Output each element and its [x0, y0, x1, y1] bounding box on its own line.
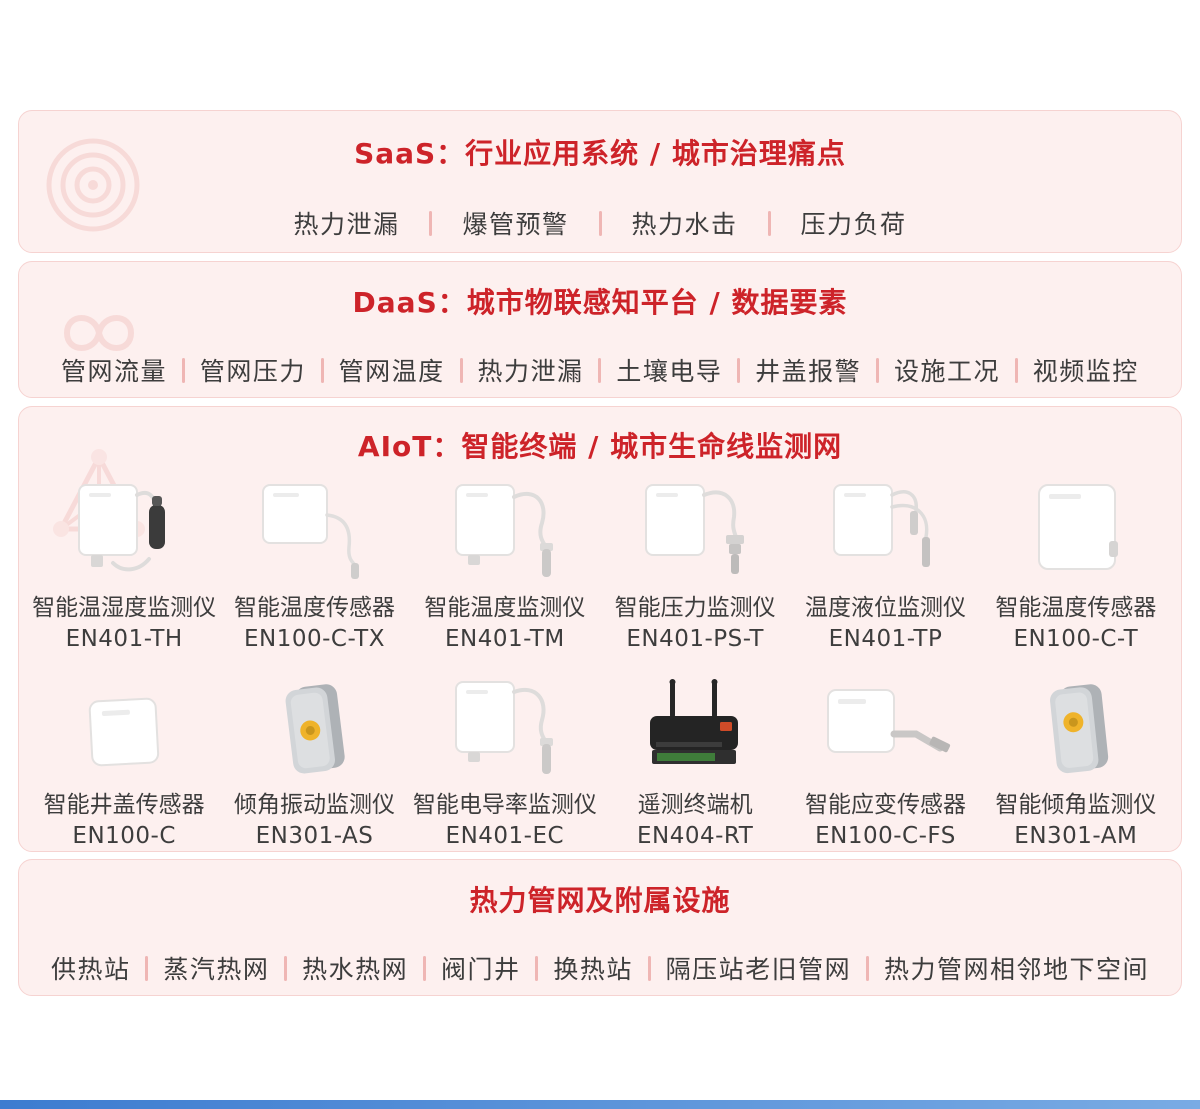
product-name: 倾角振动监测仪	[233, 792, 395, 818]
item-divider	[737, 357, 741, 383]
facility-title: 热力管网及附属设施	[469, 884, 731, 917]
product-card: 智能温度传感器 EN100-C-T	[981, 479, 1171, 652]
device-photo-en100-c-t	[1001, 479, 1151, 581]
item-divider	[145, 955, 149, 981]
daas-item: 管网温度	[338, 357, 445, 386]
item-divider	[1014, 357, 1018, 383]
product-name: 智能电导率监测仪	[412, 792, 597, 818]
facility-item: 热水热网	[302, 955, 409, 984]
saas-card: SaaS：行业应用系统 / 城市治理痛点 热力泄漏 爆管预警 热力水击 压力负荷	[18, 110, 1182, 253]
device-photo-en100-c	[49, 676, 199, 778]
product-name: 温度液位监测仪	[804, 595, 966, 621]
product-card: 智能压力监测仪 EN401-PS-T	[600, 479, 790, 652]
product-name: 智能温度传感器	[995, 595, 1157, 621]
product-card: 智能电导率监测仪 EN401-EC	[410, 676, 600, 849]
product-name: 智能温湿度监测仪	[32, 595, 217, 621]
daas-items-row: 管网流量 管网压力 管网温度 热力泄漏 土壤电导 井盖报警 设施工况 视频监控	[19, 352, 1181, 388]
product-model: EN401-TH	[65, 626, 183, 652]
product-name: 智能井盖传感器	[43, 792, 205, 818]
item-divider	[647, 955, 651, 981]
product-card: 智能倾角监测仪 EN301-AM	[981, 676, 1171, 849]
facility-card: 热力管网及附属设施 供热站 蒸汽热网 热水热网 阀门井 换热站 隔压站老旧管网 …	[18, 859, 1182, 996]
product-name: 智能温度传感器	[233, 595, 395, 621]
saas-item: 爆管预警	[462, 210, 569, 239]
product-model: EN100-C-T	[1013, 626, 1139, 652]
product-name: 智能应变传感器	[804, 792, 966, 818]
daas-item: 热力泄漏	[477, 357, 584, 386]
facility-item: 换热站	[553, 955, 633, 984]
product-card: 温度液位监测仪 EN401-TP	[790, 479, 980, 652]
product-card: 智能温度监测仪 EN401-TM	[410, 479, 600, 652]
product-model: EN404-RT	[637, 823, 754, 849]
item-divider	[320, 357, 324, 383]
product-model: EN401-PS-T	[626, 626, 764, 652]
facility-items-row: 供热站 蒸汽热网 热水热网 阀门井 换热站 隔压站老旧管网 热力管网相邻地下空间	[19, 950, 1181, 986]
product-name: 遥测终端机	[637, 792, 753, 818]
item-divider	[181, 357, 185, 383]
daas-title: DaaS：城市物联感知平台 / 数据要素	[352, 286, 848, 319]
daas-card: DaaS：城市物联感知平台 / 数据要素 管网流量 管网压力 管网温度 热力泄漏…	[18, 261, 1182, 398]
product-model: EN401-EC	[445, 823, 565, 849]
facility-item: 供热站	[51, 955, 131, 984]
saas-item: 热力泄漏	[293, 210, 400, 239]
item-divider	[598, 210, 602, 236]
saas-items-row: 热力泄漏 爆管预警 热力水击 压力负荷	[19, 205, 1181, 241]
facility-item: 蒸汽热网	[163, 955, 270, 984]
product-card: 智能井盖传感器 EN100-C	[29, 676, 219, 849]
product-card: 倾角振动监测仪 EN301-AS	[219, 676, 409, 849]
product-name: 智能温度监测仪	[424, 595, 586, 621]
device-photo-en401-ps-t	[620, 479, 770, 581]
footer-accent-bar	[0, 1100, 1200, 1109]
product-model: EN100-C-FS	[815, 823, 956, 849]
product-model: EN401-TM	[444, 626, 565, 652]
daas-item: 管网压力	[199, 357, 306, 386]
device-photo-en401-tm	[430, 479, 580, 581]
product-card: 智能温度传感器 EN100-C-TX	[219, 479, 409, 652]
device-photo-en401-th	[49, 479, 199, 581]
facility-item: 热力管网相邻地下空间	[883, 955, 1149, 984]
daas-item: 设施工况	[893, 357, 1000, 386]
item-divider	[598, 357, 602, 383]
daas-item: 土壤电导	[616, 357, 723, 386]
product-model: EN301-AS	[255, 823, 374, 849]
item-divider	[429, 210, 433, 236]
device-photo-en301-as	[239, 676, 389, 778]
product-model: EN100-C-TX	[243, 626, 385, 652]
item-divider	[459, 357, 463, 383]
saas-item: 热力水击	[631, 210, 738, 239]
item-divider	[767, 210, 771, 236]
product-card: 智能应变传感器 EN100-C-FS	[790, 676, 980, 849]
item-divider	[284, 955, 288, 981]
aiot-product-grid: 智能温湿度监测仪 EN401-TH 智能温度传感器 EN100-C-TX	[19, 465, 1181, 849]
device-photo-en301-am	[1001, 676, 1151, 778]
item-divider	[535, 955, 539, 981]
facility-item: 阀门井	[440, 955, 521, 984]
saas-item: 压力负荷	[800, 210, 907, 239]
device-photo-en100-c-tx	[239, 479, 389, 581]
device-photo-en100-c-fs	[810, 676, 960, 778]
product-card: 遥测终端机 EN404-RT	[600, 676, 790, 849]
facility-item: 隔压站老旧管网	[665, 955, 852, 984]
item-divider	[866, 955, 870, 981]
product-model: EN100-C	[72, 823, 176, 849]
item-divider	[876, 357, 880, 383]
aiot-card: AIoT：智能终端 / 城市生命线监测网 智能温湿度监测仪	[18, 406, 1182, 852]
product-name: 智能倾角监测仪	[995, 792, 1157, 818]
aiot-title: AIoT：智能终端 / 城市生命线监测网	[357, 430, 843, 463]
device-photo-en404-rt	[620, 676, 770, 778]
product-model: EN401-TP	[828, 626, 943, 652]
product-name: 智能压力监测仪	[614, 595, 776, 621]
daas-item: 管网流量	[61, 357, 168, 386]
product-card: 智能温湿度监测仪 EN401-TH	[29, 479, 219, 652]
saas-title: SaaS：行业应用系统 / 城市治理痛点	[354, 137, 846, 170]
item-divider	[423, 955, 427, 981]
device-photo-en401-ec	[430, 676, 580, 778]
daas-item: 视频监控	[1032, 357, 1139, 386]
daas-item: 井盖报警	[755, 357, 862, 386]
product-model: EN301-AM	[1014, 823, 1138, 849]
device-photo-en401-tp	[810, 479, 960, 581]
